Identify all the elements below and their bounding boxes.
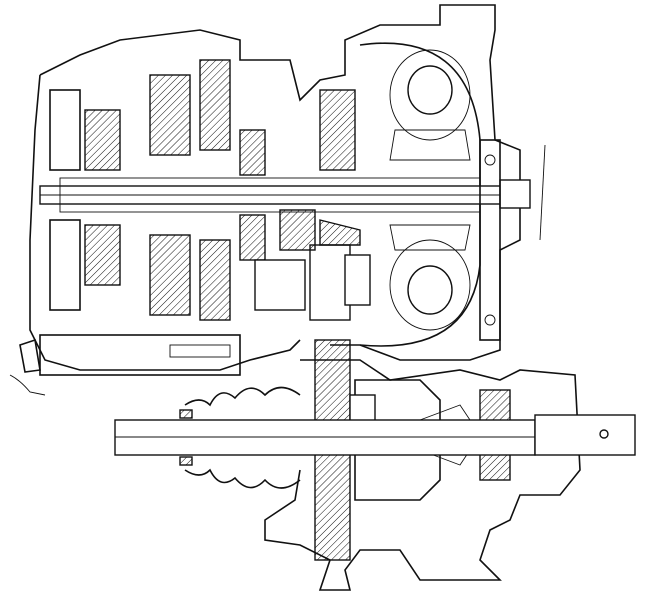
intermediate-gears bbox=[254, 89, 371, 321]
differential bbox=[264, 339, 581, 591]
output-shaft bbox=[114, 386, 636, 489]
clutch-packs bbox=[49, 59, 266, 321]
torque-converter bbox=[359, 42, 481, 347]
main-shaft bbox=[39, 177, 531, 213]
end-flange bbox=[479, 139, 546, 341]
valve-body bbox=[9, 334, 241, 396]
